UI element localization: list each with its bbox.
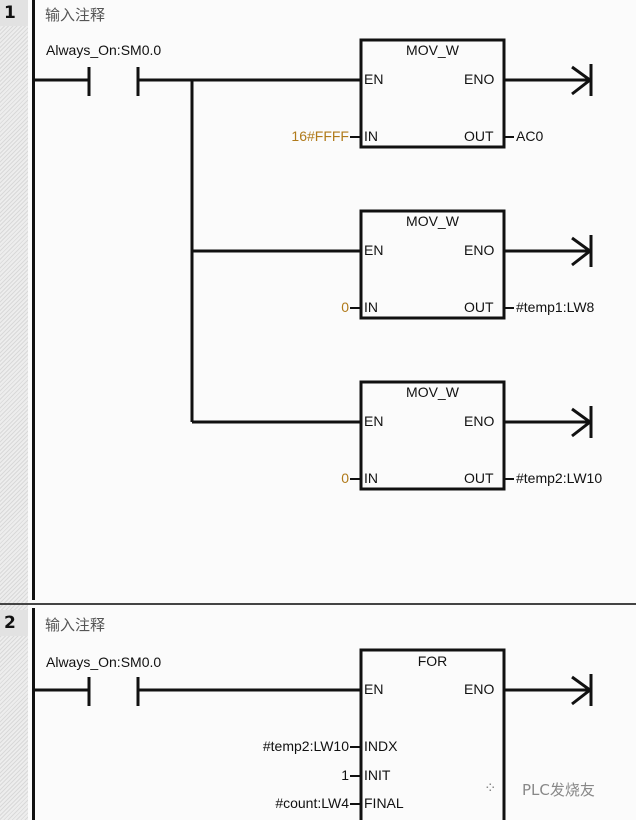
network-gutter	[0, 0, 28, 820]
network-number[interactable]: 1	[0, 0, 28, 26]
box-title: FOR	[417, 653, 448, 669]
contact-label[interactable]: Always_On:SM0.0	[46, 654, 162, 670]
pin-en: EN	[364, 71, 384, 87]
mov-w-box-1	[359, 38, 506, 149]
pin-eno: ENO	[464, 71, 495, 87]
pin-indx: INDX	[364, 738, 398, 754]
final-operand[interactable]: #count:LW4	[275, 795, 349, 811]
pin-eno: ENO	[464, 681, 495, 697]
pin-en: EN	[364, 413, 384, 429]
pin-en: EN	[364, 242, 384, 258]
mov-w-box-2	[359, 209, 506, 320]
box-title: MOV_W	[406, 42, 459, 58]
indx-operand[interactable]: #temp2:LW10	[262, 738, 349, 754]
out-operand[interactable]: AC0	[516, 128, 544, 144]
box-title: MOV_W	[406, 384, 459, 400]
pin-out: OUT	[464, 470, 494, 486]
power-rail	[32, 608, 35, 820]
pin-final: FINAL	[364, 795, 404, 811]
contact-label[interactable]: Always_On:SM0.0	[46, 42, 162, 58]
power-rail	[32, 0, 35, 600]
pin-init: INIT	[364, 767, 391, 783]
watermark-text: PLC发烧友	[522, 781, 595, 799]
pin-out: OUT	[464, 299, 494, 315]
pin-in: IN	[364, 128, 378, 144]
pin-in: IN	[364, 299, 378, 315]
watermark-icon: ⁘	[484, 779, 497, 797]
network-comment[interactable]: 输入注释	[45, 6, 106, 24]
pin-eno: ENO	[464, 413, 495, 429]
init-operand[interactable]: 1	[341, 767, 349, 783]
in-operand[interactable]: 16#FFFF	[291, 128, 349, 144]
pin-en: EN	[364, 681, 384, 697]
network-separator	[0, 603, 636, 605]
out-operand[interactable]: #temp1:LW8	[516, 299, 595, 315]
in-operand[interactable]: 0	[341, 470, 349, 486]
in-operand[interactable]: 0	[341, 299, 349, 315]
network-comment[interactable]: 输入注释	[45, 616, 106, 634]
pin-out: OUT	[464, 128, 494, 144]
pin-in: IN	[364, 470, 378, 486]
for-box	[359, 648, 506, 820]
network-number[interactable]: 2	[0, 610, 28, 636]
mov-w-box-3	[359, 380, 506, 491]
out-operand[interactable]: #temp2:LW10	[516, 470, 603, 486]
pin-eno: ENO	[464, 242, 495, 258]
box-title: MOV_W	[406, 213, 459, 229]
